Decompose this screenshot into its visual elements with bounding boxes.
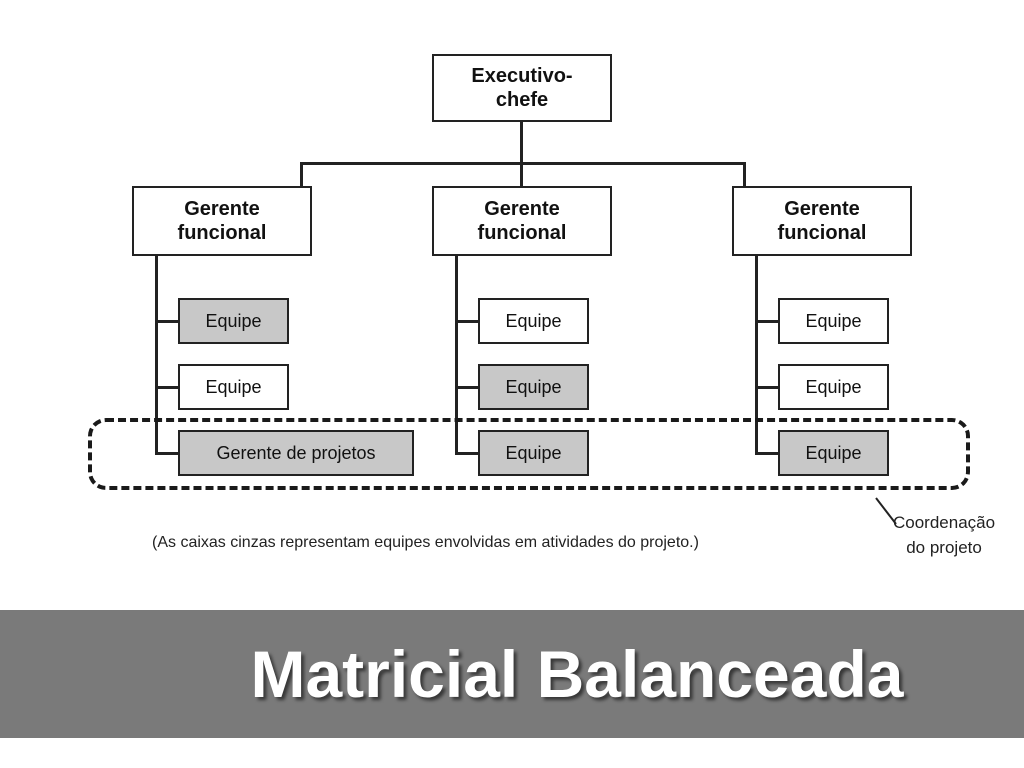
project-coordination-region — [88, 418, 970, 490]
functional-manager-box-1: Gerente funcional — [132, 186, 312, 256]
column-3-item-2: Equipe — [778, 364, 889, 410]
manager-bus-line — [300, 162, 746, 165]
functional-manager-box-2: Gerente funcional — [432, 186, 612, 256]
column-1-item-1: Equipe — [178, 298, 289, 344]
manager-3-up-line — [743, 162, 746, 188]
column-3-branch-2 — [755, 386, 779, 389]
column-3-branch-3 — [755, 452, 779, 455]
functional-manager-label: Gerente funcional — [477, 198, 567, 244]
executive-label: Executivo- chefe — [471, 65, 573, 111]
manager-1-up-line — [300, 162, 303, 188]
diagram-caption: (As caixas cinzas representam equipes en… — [152, 534, 699, 551]
column-1-branch-3 — [155, 452, 179, 455]
functional-manager-label: Gerente funcional — [177, 198, 267, 244]
column-1-branch-1 — [155, 320, 179, 323]
coordination-label: Coordenação do projeto — [893, 513, 996, 557]
column-2-branch-3 — [455, 452, 479, 455]
column-1-spine — [155, 254, 158, 455]
title-band: Matricial Balanceada — [0, 610, 1024, 738]
column-2-branch-2 — [455, 386, 479, 389]
column-2-item-1: Equipe — [478, 298, 589, 344]
coordination-pointer — [875, 497, 897, 525]
functional-manager-label: Gerente funcional — [777, 198, 867, 244]
column-3-branch-1 — [755, 320, 779, 323]
column-2-branch-1 — [455, 320, 479, 323]
slide-title: Matricial Balanceada — [250, 637, 904, 711]
exec-down-line — [520, 120, 523, 164]
team-label: Equipe — [505, 442, 562, 463]
team-label: Equipe — [205, 376, 262, 397]
team-label: Equipe — [205, 310, 262, 331]
column-2-item-3: Equipe — [478, 430, 589, 476]
team-label: Equipe — [805, 376, 862, 397]
column-1-branch-2 — [155, 386, 179, 389]
column-3-spine — [755, 254, 758, 455]
executive-box: Executivo- chefe — [432, 54, 612, 122]
column-2-item-2: Equipe — [478, 364, 589, 410]
team-label: Equipe — [505, 376, 562, 397]
manager-2-up-line — [520, 162, 523, 188]
team-label: Equipe — [805, 442, 862, 463]
column-1-item-2: Equipe — [178, 364, 289, 410]
functional-manager-box-3: Gerente funcional — [732, 186, 912, 256]
project-manager-label: Gerente de projetos — [216, 442, 376, 463]
column-3-item-3: Equipe — [778, 430, 889, 476]
column-2-spine — [455, 254, 458, 455]
column-1-item-3: Gerente de projetos — [178, 430, 414, 476]
team-label: Equipe — [805, 310, 862, 331]
column-3-item-1: Equipe — [778, 298, 889, 344]
team-label: Equipe — [505, 310, 562, 331]
